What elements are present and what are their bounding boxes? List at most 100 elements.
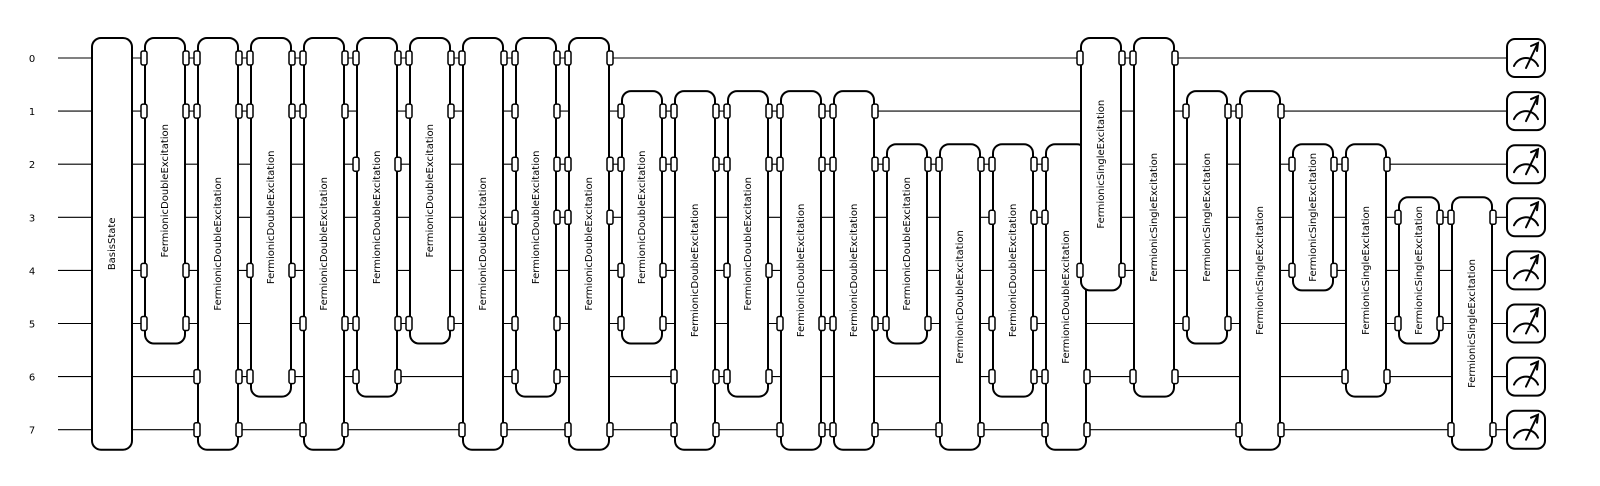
gate-label: FermionicSingleExcitation <box>1202 153 1213 282</box>
gate-2: FermionicDoubleExcitation <box>193 37 243 451</box>
gate-3: FermionicDoubleExcitation <box>246 37 296 398</box>
gate-port-left <box>352 156 360 172</box>
gate-label: FermionicDoubleExcitation <box>1061 230 1072 364</box>
gate-port-left <box>776 315 784 332</box>
gate-port-right <box>553 156 561 172</box>
gate-port-right <box>765 262 773 279</box>
gate-port-left <box>1394 209 1402 226</box>
gate-box <box>1080 37 1122 292</box>
gate-box <box>197 37 239 451</box>
gate-port-left <box>564 421 572 438</box>
gate-port-left <box>193 50 201 66</box>
wire-label-3: 3 <box>29 213 35 224</box>
gate-port-left <box>1129 50 1137 66</box>
gate-port-left <box>352 315 360 332</box>
gate-port-left <box>988 368 996 385</box>
gate-port-right <box>1083 368 1091 385</box>
gate-port-left <box>1341 156 1349 172</box>
gate-port-left <box>1394 315 1402 332</box>
gate-port-right <box>1224 315 1232 332</box>
gate-port-left <box>776 156 784 172</box>
gate-box <box>674 90 716 451</box>
gate-label: FermionicDoubleExcitation <box>319 177 330 311</box>
gate-label: FermionicDoubleExcitation <box>690 204 701 338</box>
gate-port-right <box>500 50 508 66</box>
gate-port-left <box>988 156 996 172</box>
gate-port-left <box>670 156 678 172</box>
gate-port-right <box>977 421 985 438</box>
gate-port-right <box>659 103 667 119</box>
gate-7: FermionicDoubleExcitation <box>458 37 508 451</box>
gate-port-right <box>871 421 879 438</box>
gate-box <box>780 90 822 451</box>
gate-box <box>356 37 398 398</box>
measure-meter-icon <box>1506 144 1546 185</box>
gate-port-left <box>193 103 201 119</box>
gate-port-right <box>288 262 296 279</box>
gate-label: BasisState <box>107 218 118 271</box>
gate-box <box>91 37 133 451</box>
gate-box <box>992 143 1034 398</box>
gate-port-left <box>776 421 784 438</box>
gate-label: FermionicDoubleExcitation <box>1008 204 1019 338</box>
gate-26: FermionicSingleExcitation <box>1447 196 1497 451</box>
gate-25: FermionicSingleExcitation <box>1394 196 1444 345</box>
gate-18: FermionicDoubleExcitation <box>1041 143 1091 451</box>
gate-port-left <box>935 421 943 438</box>
gate-port-left <box>1288 262 1296 279</box>
gate-port-left <box>299 103 307 119</box>
gate-label: FermionicDoubleExcitation <box>902 177 913 311</box>
gate-port-right <box>1489 421 1497 438</box>
gate-port-left <box>1341 368 1349 385</box>
gate-port-right <box>394 315 402 332</box>
gate-box <box>939 143 981 451</box>
gate-6: FermionicDoubleExcitation <box>405 37 455 345</box>
measure-meter-icon <box>1506 356 1546 397</box>
gate-port-right <box>1118 50 1126 66</box>
gate-port-left <box>511 368 519 385</box>
gate-port-right <box>235 421 243 438</box>
gate-port-right <box>712 421 720 438</box>
gate-13: FermionicDoubleExcitation <box>776 90 826 451</box>
gate-port-left <box>829 156 837 172</box>
gate-box <box>1345 143 1387 398</box>
wire-label-4: 4 <box>29 266 35 277</box>
gate-port-left <box>1129 368 1137 385</box>
gate-port-right <box>182 103 190 119</box>
gate-port-right <box>1436 315 1444 332</box>
gate-0: BasisState <box>91 37 133 451</box>
gate-port-right <box>1277 103 1285 119</box>
gate-port-left <box>246 50 254 66</box>
gate-label: FermionicDoubleExcitation <box>478 177 489 311</box>
gate-port-left <box>617 315 625 332</box>
gate-port-right <box>447 315 455 332</box>
gate-label: FermionicDoubleExcitation <box>266 151 277 285</box>
gate-port-right <box>924 156 932 172</box>
gate-port-right <box>341 50 349 66</box>
gate-port-left <box>1182 315 1190 332</box>
gate-port-right <box>1030 315 1038 332</box>
gate-port-right <box>235 368 243 385</box>
gate-port-left <box>1447 421 1455 438</box>
gate-11: FermionicDoubleExcitation <box>670 90 720 451</box>
gate-port-left <box>723 156 731 172</box>
gate-port-left <box>140 103 148 119</box>
gate-label: FermionicDoubleExcitation <box>637 151 648 285</box>
gate-port-left <box>1182 103 1190 119</box>
gate-port-right <box>606 50 614 66</box>
gate-port-right <box>553 315 561 332</box>
gate-box <box>1292 143 1334 292</box>
gate-8: FermionicDoubleExcitation <box>511 37 561 398</box>
gate-15: FermionicDoubleExcitation <box>882 143 932 345</box>
gate-label: FermionicSingleExcitation <box>1467 259 1478 388</box>
gate-port-right <box>447 103 455 119</box>
gate-port-right <box>818 315 826 332</box>
gate-port-right <box>341 421 349 438</box>
gate-port-right <box>871 315 879 332</box>
gate-label: FermionicDoubleExcitation <box>160 124 171 258</box>
gate-port-left <box>829 315 837 332</box>
gate-box <box>568 37 610 451</box>
gate-port-right <box>606 156 614 172</box>
gate-4: FermionicDoubleExcitation <box>299 37 349 451</box>
